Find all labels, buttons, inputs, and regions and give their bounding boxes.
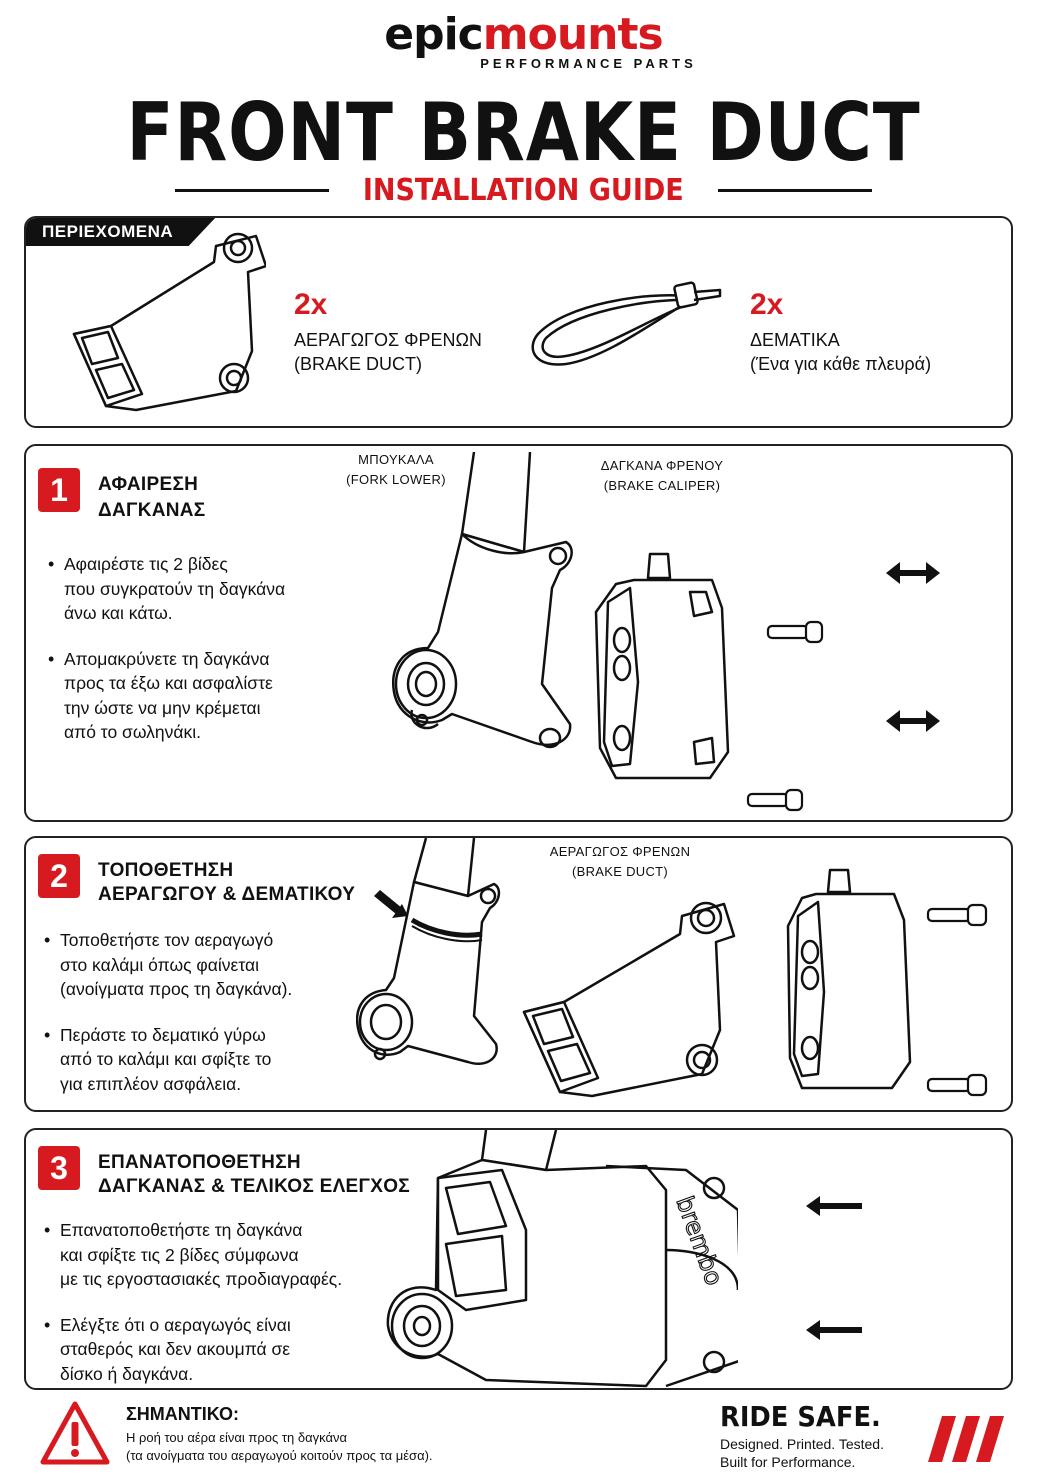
step-1-number: 1: [38, 468, 80, 512]
slogan-line-1: Designed. Printed. Tested.: [720, 1436, 884, 1452]
left-arrow-icon: [806, 1196, 862, 1216]
step-2-bullet-1: Τοποθετήστε τον αεραγωγό στο καλάμι όπως…: [44, 928, 292, 1002]
step-3-caliper-logo: brembo: [670, 1192, 728, 1289]
contents-panel: ΠΕΡΙΕΧΟΜΕΝΑ 2x ΑΕΡΑΓΩΓΟΣ ΦΡΕΝΩΝ (BRAKE D…: [24, 216, 1013, 428]
step-3-title-line2: ΔΑΓΚΑΝΑΣ & ΤΕΛΙΚΟΣ ΕΛΕΓΧΟΣ: [98, 1176, 410, 1197]
page-title: FRONT BRAKE DUCT: [126, 86, 921, 179]
divider-left: [175, 188, 330, 192]
brake-caliper-callout-line1: ΔΑΓΚΑΝΑ ΦΡΕΝΟΥ: [600, 458, 724, 473]
brake-duct-callout-line2: (BRAKE DUCT): [571, 864, 669, 879]
step-2-number: 2: [38, 854, 80, 898]
warning-triangle-icon: [40, 1401, 110, 1465]
assembled-brake-illustration: brembo: [386, 1130, 738, 1388]
contents-tab: ΠΕΡΙΕΧΟΜΕΝΑ: [26, 218, 216, 246]
brake-caliper-illustration: brembo: [594, 552, 730, 780]
step-1-title-line2: ΔΑΓΚΑΝΑΣ: [98, 500, 206, 521]
step-1-title-line1: ΑΦΑΙΡΕΣΗ: [98, 474, 199, 495]
fork-with-zip-tie-illustration: [356, 838, 501, 1065]
bolt-top-icon: [926, 903, 988, 927]
zip-tie-note: (Ένα για κάθε πλευρά): [750, 354, 932, 374]
fork-lower-callout: ΜΠΟΥΚΑΛΑ (FORK LOWER): [306, 450, 486, 490]
subtitle-row: INSTALLATION GUIDE: [175, 170, 873, 210]
warning-line-1: Η ροή του αέρα είναι προς τη δαγκάνα: [126, 1430, 347, 1445]
step-2-bullet-2: Περάστε το δεματικό γύρω από το καλάμι κ…: [44, 1023, 292, 1097]
zip-tie-illustration: [531, 281, 722, 366]
double-arrow-icon: [886, 710, 940, 732]
warning-line-2: (τα ανοίγματα του αεραγωγού κοιτούν προς…: [126, 1448, 433, 1463]
step-2-panel: 2 ΤΟΠΟΘΕΤΗΣΗ ΑΕΡΑΓΩΓΟΥ & ΔΕΜΑΤΙΚΟΥ Τοποθ…: [24, 836, 1013, 1112]
brand-tagline: PERFORMANCE PARTS: [480, 56, 697, 71]
brake-duct-callout-line1: ΑΕΡΑΓΩΓΟΣ ΦΡΕΝΩΝ: [549, 844, 691, 859]
warning-title: ΣΗΜΑΝΤΙΚΟ:: [126, 1404, 239, 1424]
page-subtitle: INSTALLATION GUIDE: [363, 172, 684, 208]
step-1-bullets: Αφαιρέστε τις 2 βίδες που συγκρατούν τη …: [48, 552, 285, 766]
duct-qty: 2x: [294, 288, 328, 321]
step-3-number: 3: [38, 1146, 80, 1190]
fork-lower-illustration: [392, 452, 573, 749]
step-2-title-line2: ΑΕΡΑΓΩΓΟΥ & ΔΕΜΑΤΙΚΟΥ: [98, 884, 356, 905]
double-arrow-icon: [886, 562, 940, 584]
bolt-top-icon: [766, 620, 824, 644]
left-arrow-icon: [806, 1320, 862, 1340]
brake-caliper-callout: ΔΑΓΚΑΝΑ ΦΡΕΝΟΥ (BRAKE CALIPER): [582, 456, 742, 496]
slogan-line-2: Built for Performance.: [720, 1454, 856, 1470]
duct-note: (BRAKE DUCT): [294, 354, 423, 374]
brand-logo: epicmounts PERFORMANCE PARTS: [0, 10, 1047, 72]
step-3-panel: 3 ΕΠΑΝΑΤΟΠΟΘΕΤΗΣΗ ΔΑΓΚΑΝΑΣ & ΤΕΛΙΚΟΣ ΕΛΕ…: [24, 1128, 1013, 1390]
brand-name-part2: mounts: [482, 9, 664, 60]
brake-duct-callout: ΑΕΡΑΓΩΓΟΣ ΦΡΕΝΩΝ (BRAKE DUCT): [540, 842, 700, 882]
fork-lower-callout-line2: (FORK LOWER): [346, 472, 446, 487]
step-3-bullets: Επανατοποθετήστε τη δαγκάνα και σφίξτε τ…: [44, 1218, 342, 1388]
brand-name: epicmounts: [0, 10, 1047, 60]
duct-name: ΑΕΡΑΓΩΓΟΣ ΦΡΕΝΩΝ: [294, 330, 482, 350]
step-3-title-line1: ΕΠΑΝΑΤΟΠΟΘΕΤΗΣΗ: [98, 1152, 301, 1173]
divider-right: [717, 188, 873, 192]
brake-caliper-illustration: brembo: [786, 868, 912, 1090]
slogan: RIDE SAFE.: [720, 1400, 881, 1433]
brake-duct-illustration: [522, 901, 736, 1098]
fork-lower-callout-line1: ΜΠΟΥΚΑΛΑ: [358, 452, 434, 467]
brand-stripes-icon: [928, 1416, 1004, 1462]
zip-tie-qty: 2x: [750, 288, 784, 321]
step-2-title-line1: ΤΟΠΟΘΕΤΗΣΗ: [98, 860, 234, 881]
step-1-bullet-2: Απομακρύνετε τη δαγκάνα προς τα έξω και …: [48, 647, 285, 745]
step-1-panel: 1 ΑΦΑΙΡΕΣΗ ΔΑΓΚΑΝΑΣ Αφαιρέστε τις 2 βίδε…: [24, 444, 1013, 822]
brake-caliper-callout-line2: (BRAKE CALIPER): [603, 478, 721, 493]
step-3-bullet-2: Ελέγξτε ότι ο αεραγωγός είναι σταθερός κ…: [44, 1313, 342, 1387]
bolt-bottom-icon: [746, 788, 804, 812]
brand-name-part1: epic: [384, 9, 484, 60]
step-2-bullets: Τοποθετήστε τον αεραγωγό στο καλάμι όπως…: [44, 928, 292, 1110]
bolt-bottom-icon: [926, 1073, 988, 1097]
step-3-bullet-1: Επανατοποθετήστε τη δαγκάνα και σφίξτε τ…: [44, 1218, 342, 1292]
step-1-bullet-1: Αφαιρέστε τις 2 βίδες που συγκρατούν τη …: [48, 552, 285, 626]
zip-tie-name: ΔΕΜΑΤΙΚΑ: [750, 330, 840, 350]
brake-duct-illustration: [72, 232, 266, 412]
